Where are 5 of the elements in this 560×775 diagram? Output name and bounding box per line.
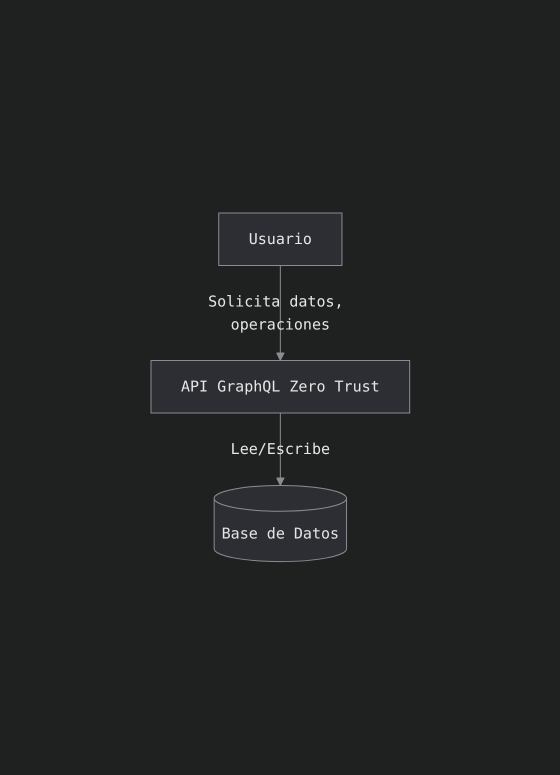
database-cylinder: Base de Datos — [213, 485, 347, 562]
arrow — [276, 412, 284, 486]
arrow — [276, 265, 284, 362]
process-box: Usuario — [218, 212, 342, 266]
process-box: API GraphQL Zero Trust — [150, 360, 410, 414]
